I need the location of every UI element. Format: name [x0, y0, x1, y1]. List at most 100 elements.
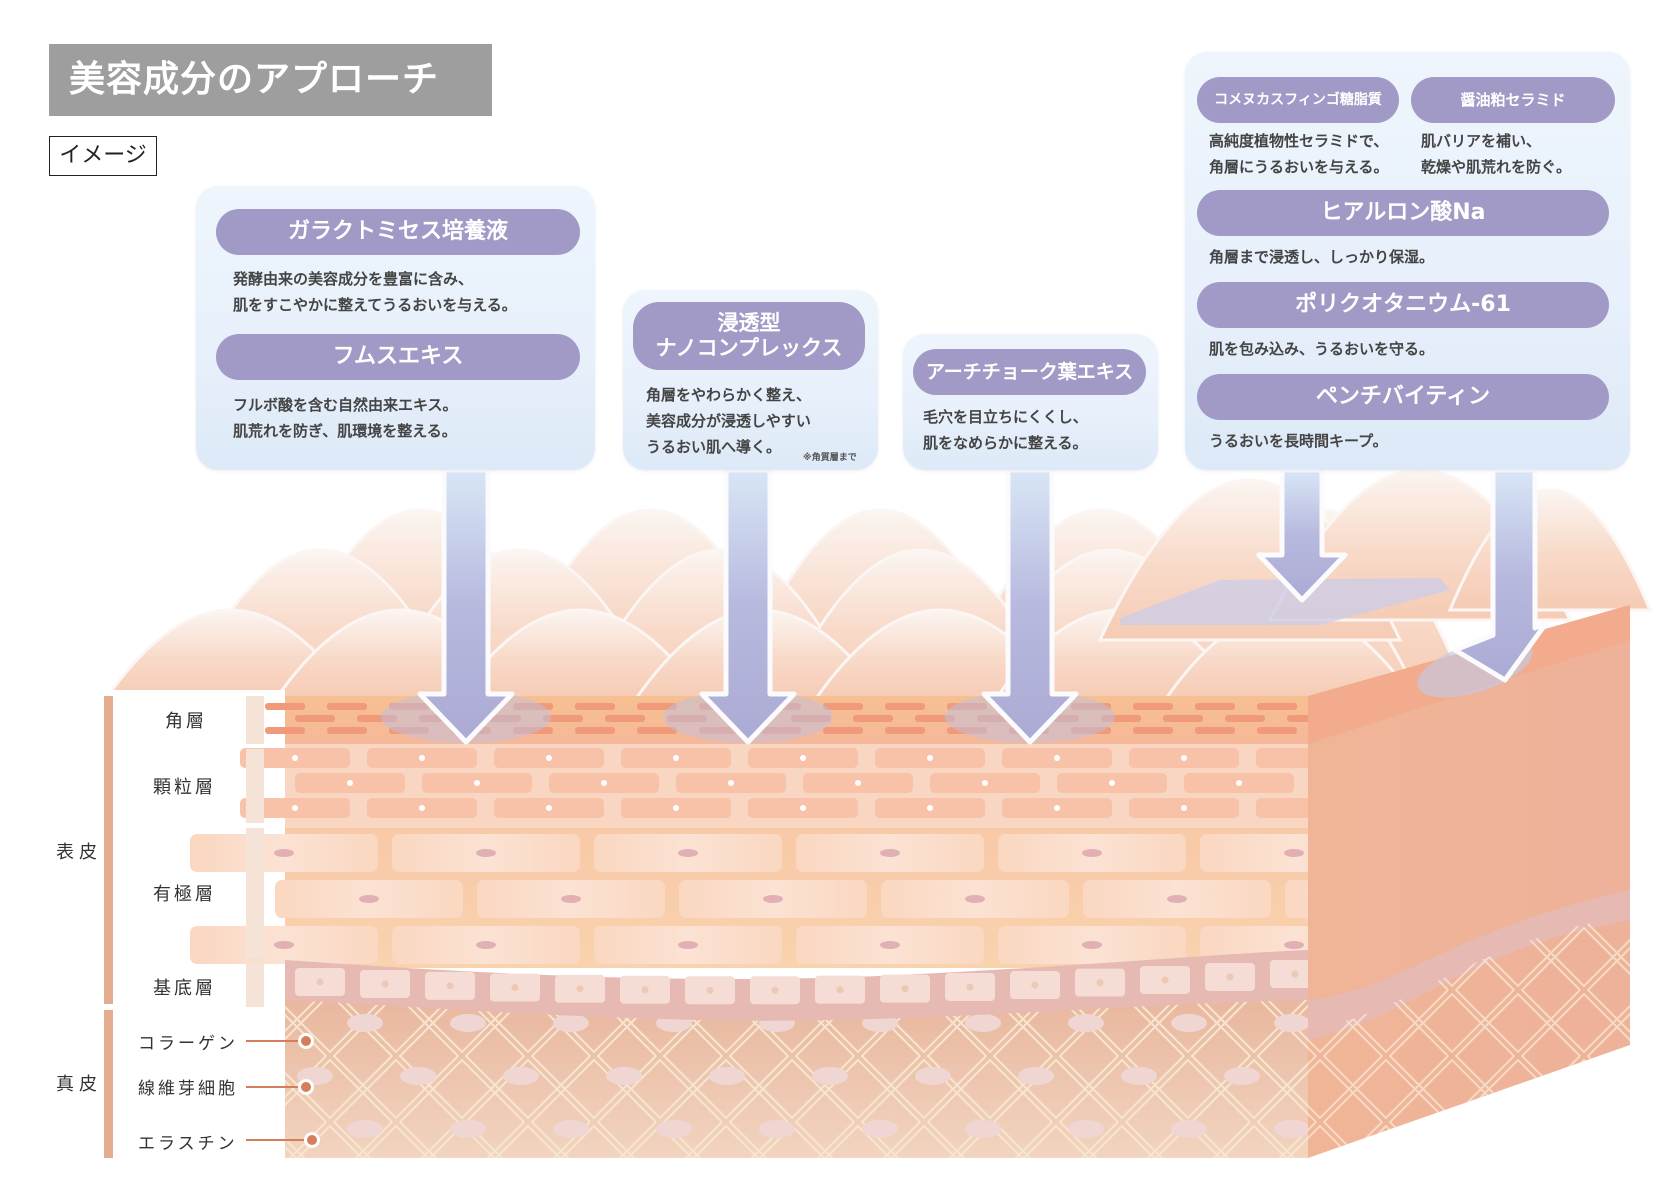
ingredient-pill: ヒアルロン酸Na	[1197, 190, 1609, 236]
fibroblast-cell	[965, 1120, 1001, 1138]
footnote: ※角質層まで	[803, 453, 857, 463]
nucleus	[561, 895, 581, 903]
callout-label-collagen: コラーゲン	[138, 1034, 238, 1054]
callout-label-fibroblast: 線維芽細胞	[138, 1079, 238, 1099]
ingredient-description: 角層まで浸透し、しっかり保湿。	[1209, 248, 1435, 266]
layer-label-horny: 角層	[165, 711, 207, 732]
ingredient-pill: ポリクオタニウム-61	[1197, 282, 1609, 328]
fibroblast-cell	[965, 1014, 1001, 1032]
layer-tab-spinous	[246, 828, 264, 958]
keratin-cell	[637, 703, 677, 710]
keratin-cell	[853, 715, 893, 722]
keratin-cell	[327, 727, 367, 734]
granule	[292, 755, 298, 761]
arrow-ceramides	[1120, 467, 1450, 625]
ingredient-description: 毛穴を目立ちにくくし、 肌をなめらかに整える。	[923, 408, 1088, 452]
keratin-cell	[1133, 703, 1173, 710]
keratin-cell	[823, 727, 863, 734]
arrow-down-icon	[1452, 467, 1550, 683]
keratin-cell	[915, 715, 955, 722]
arrow-down-icon	[699, 467, 797, 745]
granule	[1054, 805, 1060, 811]
basal-nucleus	[1161, 976, 1169, 984]
arrow-down-icon	[1256, 467, 1348, 603]
granule	[1054, 755, 1060, 761]
keratin-cell	[265, 703, 305, 710]
fibroblast-cell	[450, 1014, 486, 1032]
ingredient-description: 角層をやわらかく整え、 美容成分が浸透しやすい うるおい肌へ導く。	[646, 386, 812, 456]
nucleus	[274, 849, 294, 857]
nucleus	[1284, 941, 1304, 949]
granule	[292, 805, 298, 811]
granule	[546, 755, 552, 761]
keratin-cell	[885, 727, 925, 734]
fibroblast-cell	[553, 1014, 589, 1032]
basal-nucleus	[901, 985, 909, 993]
nucleus	[880, 941, 900, 949]
keratin-cell	[1195, 703, 1235, 710]
arrow-down-icon	[417, 467, 515, 745]
granule	[673, 805, 679, 811]
basal-nucleus	[381, 980, 389, 988]
nucleus	[476, 849, 496, 857]
fibroblast-cell	[1274, 1120, 1310, 1138]
granule	[419, 805, 425, 811]
layer-label-basal: 基底層	[153, 978, 216, 999]
fibroblast-cell	[1171, 1014, 1207, 1032]
fibroblast-cell	[553, 1120, 589, 1138]
keratin-cell	[823, 703, 863, 710]
keratin-cell	[605, 715, 645, 722]
nucleus	[880, 849, 900, 857]
granule	[419, 755, 425, 761]
layer-tab-granular	[246, 749, 264, 823]
nucleus	[359, 895, 379, 903]
fibroblast-cell	[862, 1120, 898, 1138]
fibroblast-cell	[656, 1120, 692, 1138]
callout-label-elastin: エラスチン	[138, 1134, 238, 1154]
moisture-film	[1120, 578, 1450, 625]
granule	[728, 780, 734, 786]
basal-nucleus	[316, 978, 324, 986]
keratin-cell	[1133, 727, 1173, 734]
keratin-cell	[885, 703, 925, 710]
keratin-cell	[1163, 715, 1203, 722]
basal-nucleus	[446, 982, 454, 990]
nucleus	[678, 941, 698, 949]
callout-line-fibroblast	[246, 1086, 302, 1088]
penetration-arrows	[381, 467, 1550, 745]
granule	[927, 755, 933, 761]
nucleus	[678, 849, 698, 857]
fibroblast-cell	[1018, 1067, 1054, 1085]
nucleus	[476, 941, 496, 949]
fibroblast-cell	[709, 1067, 745, 1085]
basal-nucleus	[511, 983, 519, 991]
basal-nucleus	[1031, 981, 1039, 989]
granule	[800, 755, 806, 761]
side-basal-layer	[1308, 890, 1630, 1040]
nucleus	[1082, 849, 1102, 857]
keratin-cell	[543, 715, 583, 722]
fibroblast-cell	[1068, 1120, 1104, 1138]
keratin-cell	[1257, 703, 1297, 710]
nucleus	[1082, 941, 1102, 949]
keratin-cell	[327, 703, 367, 710]
callout-dot-fibroblast	[298, 1079, 314, 1095]
basal-nucleus	[1096, 979, 1104, 987]
granule	[855, 780, 861, 786]
basal-nucleus	[576, 985, 584, 993]
granule	[800, 805, 806, 811]
fibroblast-cell	[347, 1014, 383, 1032]
nucleus	[274, 941, 294, 949]
ingredient-description: 肌バリアを補い、 乾燥や肌荒れを防ぐ。	[1421, 132, 1572, 176]
basal-nucleus	[771, 986, 779, 994]
fibroblast-cell	[606, 1067, 642, 1085]
fibroblast-cell	[1068, 1014, 1104, 1032]
fibroblast-cell	[1224, 1067, 1260, 1085]
layer-tab-horny	[246, 696, 264, 744]
arrow-hyaluronic	[1417, 467, 1550, 698]
ingredient-description: 高純度植物性セラミドで、 角層にうるおいを与える。	[1209, 132, 1389, 176]
basal-nucleus	[706, 986, 714, 994]
fibroblast-cell	[759, 1120, 795, 1138]
callout-line-collagen	[246, 1040, 302, 1042]
ingredient-panel-artichoke: アーチチョーク葉エキス 毛穴を目立ちにくくし、 肌をなめらかに整える。	[903, 334, 1158, 470]
